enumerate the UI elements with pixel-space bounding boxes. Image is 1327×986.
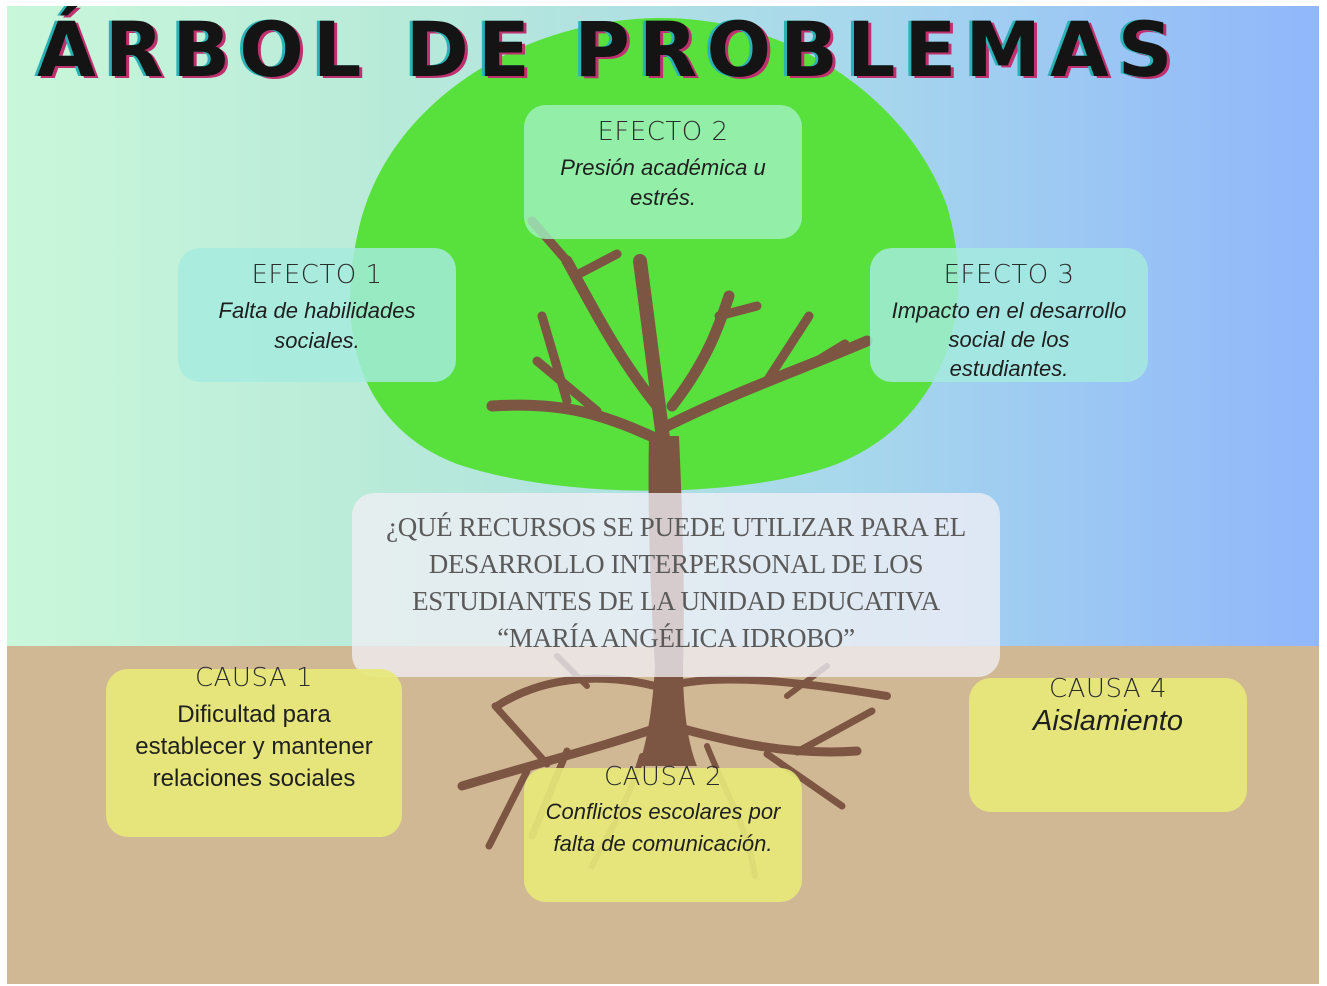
cause-2-text: Conflictos escolares por falta de comuni… [545,799,781,856]
effect-1-box: EFECTO 1 Falta de habilidades sociales. [178,248,456,382]
effect-2-box: EFECTO 2 Presión académica u estrés. [524,105,802,239]
cause-4-text: Aislamiento [1033,705,1183,737]
cause-1-box: CAUSA 1 Dificultad para establecer y man… [106,663,402,837]
tree-illustration [350,17,959,879]
central-problem-box: ¿QUÉ RECURSOS SE PUEDE UTILIZAR PARA EL … [352,493,1000,677]
effect-3-text: Impacto en el desarrollo social de los e… [891,298,1127,381]
cause-4-heading: CAUSA 4 [1048,674,1168,704]
diagram-canvas: ÁRBOL DE PROBLEMAS EFECTO 2 Presión acad… [7,6,1319,984]
central-problem-text: ¿QUÉ RECURSOS SE PUEDE UTILIZAR PARA EL … [386,512,966,653]
cause-2-box: CAUSA 2 Conflictos escolares por falta d… [524,762,802,902]
effect-1-text: Falta de habilidades sociales. [218,298,416,353]
effect-3-box: EFECTO 3 Impacto en el desarrollo social… [870,248,1148,382]
cause-2-heading: CAUSA 2 [603,762,723,792]
effect-2-text: Presión académica u estrés. [560,155,766,210]
tree-canopy [350,17,959,491]
cause-1-heading: CAUSA 1 [194,663,314,693]
effect-2-heading: EFECTO 2 [597,117,729,147]
effect-3-heading: EFECTO 3 [943,260,1075,290]
cause-1-text: Dificultad para establecer y mantener re… [135,701,373,792]
effect-1-heading: EFECTO 1 [251,260,383,290]
cause-4-box: CAUSA 4 Aislamiento [969,674,1247,812]
diagram-title: ÁRBOL DE PROBLEMAS [37,6,1182,94]
